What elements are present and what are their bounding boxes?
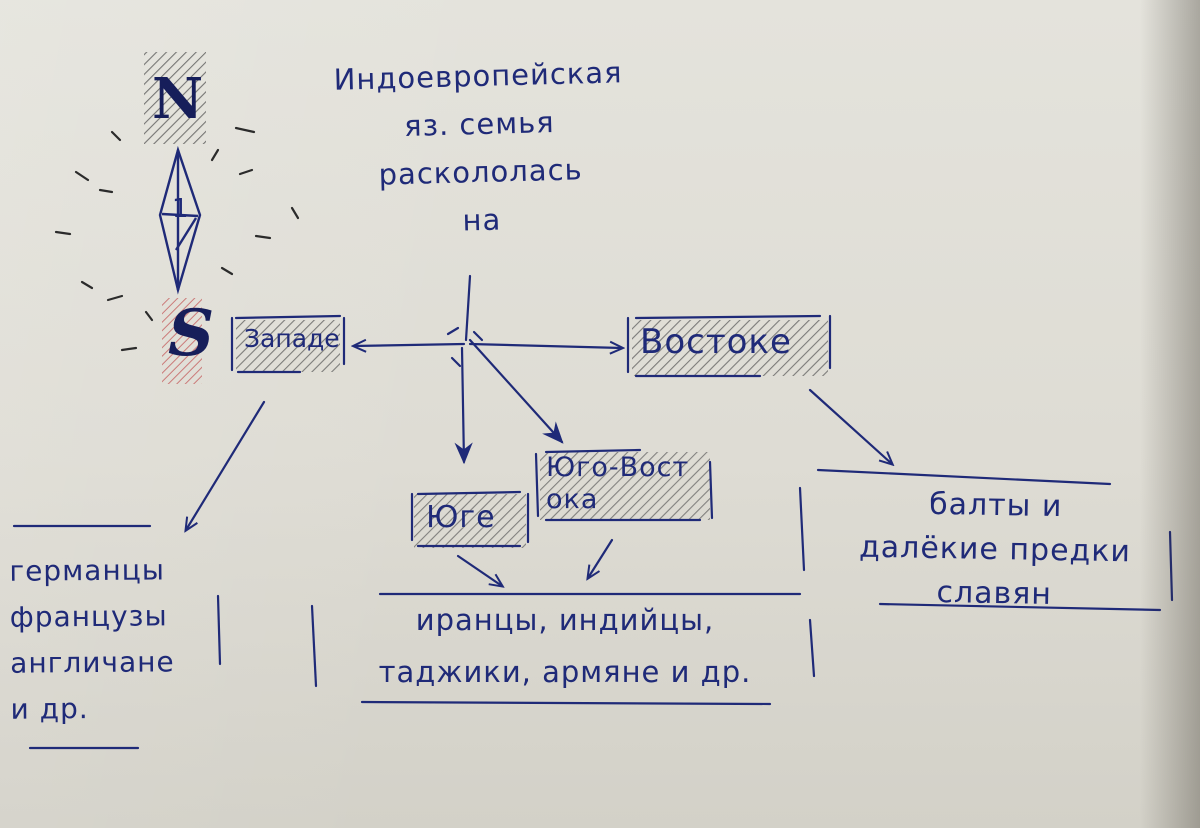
compass-rays	[54, 126, 300, 352]
title-line: Индоевропейская	[333, 55, 623, 97]
compass-center-mark: 1	[172, 194, 190, 224]
direction-south-label: Юге	[426, 500, 496, 535]
group-west-line: и др.	[10, 692, 89, 726]
group-east-line: балты и	[928, 486, 1063, 525]
direction-southeast-label: Юго-Востока	[546, 452, 690, 515]
south-label-hatch	[414, 494, 526, 548]
compass-south-letter: S	[168, 296, 216, 371]
group-frames	[12, 468, 1174, 750]
direction-east-label: Востоке	[640, 322, 792, 362]
south-hatch	[162, 298, 202, 384]
group-east-line: далёкие предки	[858, 529, 1132, 570]
north-hatch	[144, 52, 206, 144]
compass-needle	[158, 145, 202, 295]
group-west-line: французы	[9, 599, 168, 634]
group-south-line: таджики, армяне и др.	[378, 655, 752, 689]
group-east-line: славян	[936, 574, 1053, 612]
split-arrows	[354, 274, 622, 465]
west-hatch	[236, 320, 340, 372]
group-south: иранцы, индийцы, таджики, армяне и др.	[330, 594, 800, 698]
group-south-line: иранцы, индийцы,	[415, 603, 715, 637]
east-hatch	[632, 320, 828, 376]
diagram-title: Индоевропейская яз. семья раскололась на	[308, 48, 653, 249]
group-west: германцы французы англичане и др.	[9, 547, 175, 732]
direction-west-label: Западе	[244, 324, 340, 353]
group-west-line: германцы	[9, 553, 166, 588]
southeast-hatch	[540, 452, 710, 520]
group-west-line: англичане	[10, 645, 175, 680]
compass-north-letter: N	[152, 66, 205, 132]
group-east: балты и далёкие предки славян	[819, 481, 1171, 619]
direction-frames	[230, 314, 832, 548]
group-arrows	[186, 388, 892, 586]
title-line: на	[462, 202, 502, 238]
